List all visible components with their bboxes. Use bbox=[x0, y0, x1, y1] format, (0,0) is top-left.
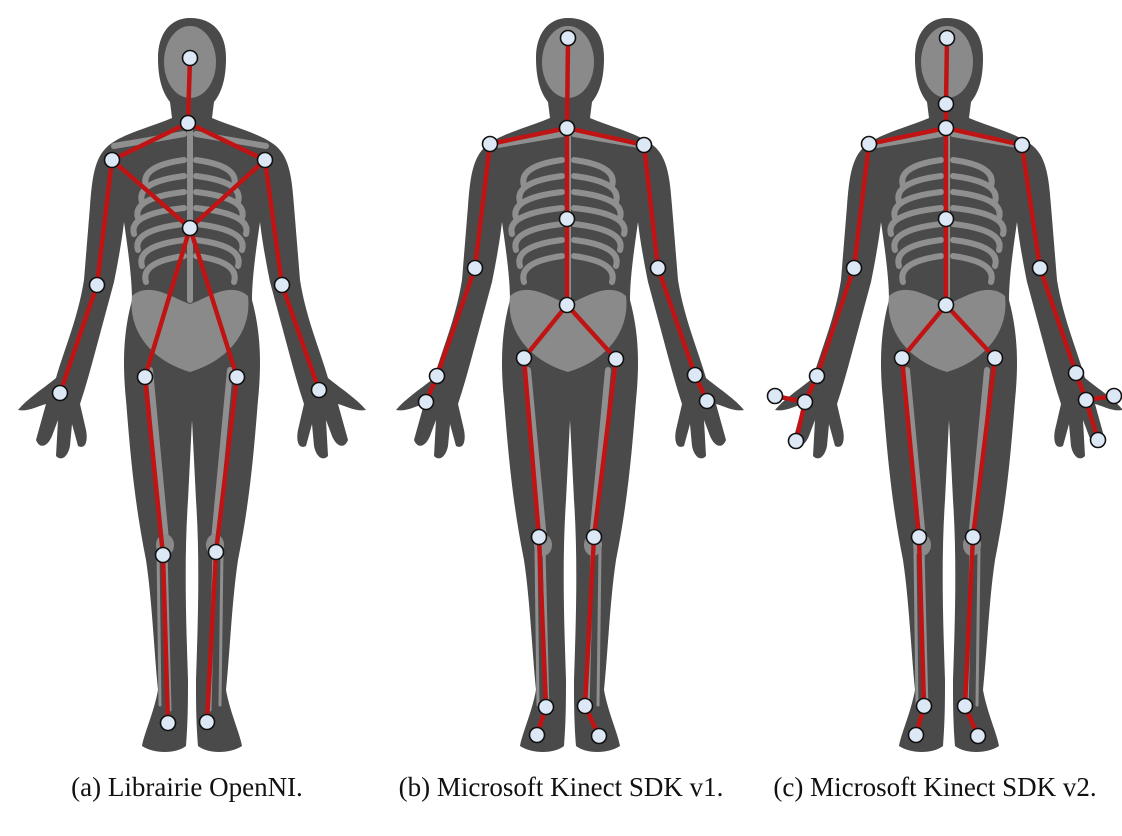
joint-foot_l bbox=[971, 729, 986, 744]
joint-neck bbox=[181, 116, 196, 131]
joint-knee_r bbox=[156, 548, 171, 563]
bone-head-neck bbox=[946, 38, 947, 104]
joint-hip_r bbox=[138, 370, 153, 385]
openni-skeleton-diagram bbox=[0, 0, 374, 760]
joint-foot_r bbox=[161, 716, 176, 731]
joint-head bbox=[183, 51, 198, 66]
joint-hip_c bbox=[560, 298, 575, 313]
joint-spine_mid bbox=[939, 212, 954, 227]
joint-ankle_r bbox=[917, 699, 932, 714]
joint-elbow_l bbox=[651, 261, 666, 276]
joint-shoulder_r bbox=[483, 137, 498, 152]
panel-kinect-v2: (c) Microsoft Kinect SDK v2. bbox=[748, 0, 1122, 836]
joint-wrist_r bbox=[430, 369, 445, 384]
kinect-v2-skeleton-diagram bbox=[748, 0, 1122, 760]
joint-foot_r bbox=[530, 728, 545, 743]
joint-handtip_l bbox=[1091, 433, 1106, 448]
joint-wrist_l bbox=[688, 368, 703, 383]
joint-thumb_l bbox=[1107, 389, 1122, 404]
joint-shoulder_r bbox=[862, 137, 877, 152]
joint-spine bbox=[560, 212, 575, 227]
joint-ankle_l bbox=[958, 699, 973, 714]
joint-foot_r bbox=[909, 728, 924, 743]
joint-elbow_r bbox=[90, 278, 105, 293]
joint-hip_r bbox=[895, 351, 910, 366]
kinect-v1-skeleton-diagram bbox=[374, 0, 748, 760]
joint-shoulder_l bbox=[1015, 138, 1030, 153]
joint-hand_r bbox=[798, 395, 813, 410]
joint-knee_l bbox=[966, 530, 981, 545]
joint-torso bbox=[183, 221, 198, 236]
joint-hand_l bbox=[700, 394, 715, 409]
joint-shoulder_c bbox=[560, 121, 575, 136]
joint-elbow_l bbox=[275, 278, 290, 293]
joint-hand_l bbox=[1079, 393, 1094, 408]
joint-hip_l bbox=[609, 352, 624, 367]
joint-shoulder_r bbox=[105, 153, 120, 168]
joint-thumb_r bbox=[768, 389, 783, 404]
joint-knee_r bbox=[532, 530, 547, 545]
joint-handtip_r bbox=[789, 434, 804, 449]
bone-head-shoulder_c bbox=[567, 38, 568, 128]
caption-openni: (a) Librairie OpenNI. bbox=[0, 770, 374, 804]
joint-hand_r bbox=[53, 386, 68, 401]
panel-kinect-v1: (b) Microsoft Kinect SDK v1. bbox=[374, 0, 748, 836]
joint-hip_l bbox=[988, 351, 1003, 366]
joint-hand_l bbox=[312, 383, 327, 398]
joint-elbow_l bbox=[1033, 261, 1048, 276]
joint-head bbox=[561, 31, 576, 46]
joint-shoulder_l bbox=[637, 138, 652, 153]
joint-knee_r bbox=[912, 530, 927, 545]
panel-openni: (a) Librairie OpenNI. bbox=[0, 0, 374, 836]
joint-spine_sh bbox=[939, 121, 954, 136]
joint-hand_r bbox=[419, 395, 434, 410]
joint-wrist_r bbox=[810, 369, 825, 384]
joint-hip_l bbox=[230, 370, 245, 385]
bone-head-neck bbox=[188, 58, 190, 123]
joint-foot_l bbox=[200, 715, 215, 730]
joint-spine_base bbox=[939, 298, 954, 313]
joint-hip_r bbox=[517, 351, 532, 366]
joint-head bbox=[940, 31, 955, 46]
joint-ankle_r bbox=[539, 700, 554, 715]
joint-shoulder_l bbox=[258, 153, 273, 168]
joint-knee_l bbox=[209, 545, 224, 560]
joint-wrist_l bbox=[1069, 366, 1084, 381]
joint-ankle_l bbox=[578, 699, 593, 714]
joint-foot_l bbox=[592, 729, 607, 744]
joint-neck bbox=[939, 97, 954, 112]
caption-kinect-v1: (b) Microsoft Kinect SDK v1. bbox=[374, 770, 748, 804]
joint-knee_l bbox=[587, 530, 602, 545]
caption-kinect-v2: (c) Microsoft Kinect SDK v2. bbox=[748, 770, 1122, 804]
joint-elbow_r bbox=[468, 261, 483, 276]
joint-elbow_r bbox=[847, 261, 862, 276]
